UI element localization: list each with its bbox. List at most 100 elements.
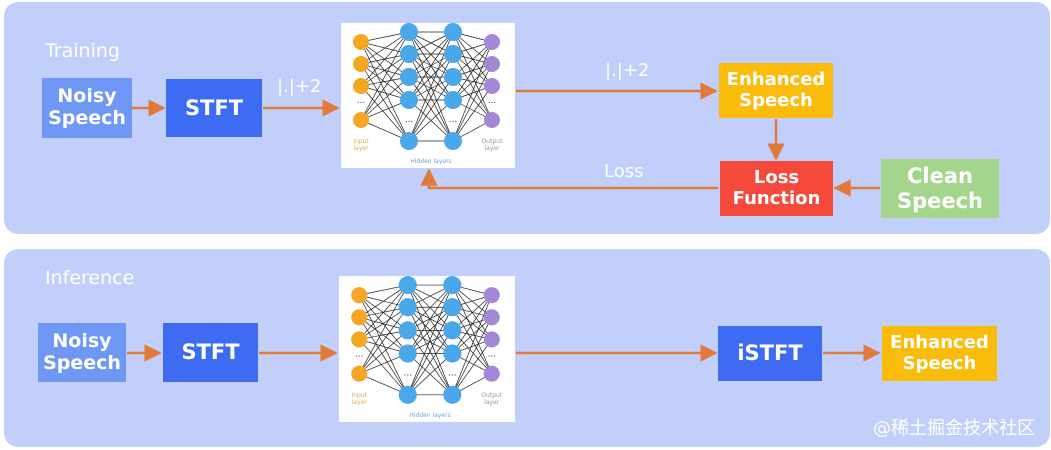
- nn-node: [353, 56, 369, 72]
- nn-node: [483, 331, 500, 348]
- loss-function-box: Loss Function: [720, 161, 833, 216]
- nn-node: [398, 276, 417, 295]
- nn-connection: [452, 31, 493, 121]
- nn-connection: [358, 294, 409, 354]
- nn-ellipsis: ...: [357, 96, 366, 106]
- nn-node: [484, 56, 500, 72]
- nn-ellipsis: ...: [488, 96, 497, 106]
- nn-node: [444, 45, 462, 63]
- nn-node: [353, 78, 369, 94]
- nn-ellipsis: ...: [449, 115, 458, 125]
- magnitude-label-2: |.|+2: [605, 60, 650, 81]
- nn-ellipsis: ...: [405, 115, 414, 125]
- nn-connection: [408, 31, 454, 101]
- nn-connection: [452, 330, 492, 374]
- nn-node: [351, 331, 368, 348]
- nn-connection: [407, 353, 453, 396]
- nn-node: [398, 321, 417, 340]
- inference-stft-box: STFT: [163, 323, 258, 382]
- nn-connection: [360, 41, 410, 101]
- nn-node: [444, 23, 462, 41]
- nn-connection: [451, 294, 493, 354]
- nn-connections: [358, 284, 493, 396]
- nn-node: [443, 344, 462, 363]
- nn-connection: [407, 306, 453, 354]
- nn-hidden-layers-label: Hidden layers: [410, 158, 451, 165]
- nn-connection: [359, 306, 408, 340]
- training-stft-box: STFT: [166, 79, 262, 137]
- training-enhanced-speech-box: Enhanced Speech: [719, 63, 833, 118]
- nn-node: [484, 78, 500, 94]
- nn-connection: [408, 76, 454, 142]
- nn-connection: [451, 295, 493, 395]
- nn-connection: [358, 339, 409, 396]
- nn-connection: [360, 85, 410, 142]
- nn-connection: [452, 41, 493, 142]
- nn-connection: [451, 284, 493, 374]
- nn-node: [484, 112, 500, 128]
- nn-connection: [408, 99, 454, 142]
- nn-node: [398, 344, 417, 363]
- nn-connection: [452, 63, 493, 142]
- nn-node: [444, 68, 462, 86]
- nn-node: [351, 365, 368, 382]
- nn-connection: [360, 53, 410, 87]
- nn-node: [443, 276, 462, 295]
- nn-node: [483, 365, 500, 382]
- nn-connection: [452, 339, 493, 396]
- nn-ellipsis: ...: [448, 369, 457, 379]
- magnitude-label-1: |.|+2: [277, 76, 322, 97]
- istft-box: iSTFT: [718, 326, 822, 381]
- arrow-loss-to-nn: [420, 168, 718, 190]
- inference-noisy-speech-box: Noisy Speech: [38, 323, 126, 382]
- nn-connection: [408, 53, 454, 142]
- nn-node: [443, 321, 462, 340]
- loss-label: Loss: [604, 161, 644, 182]
- nn-connection: [358, 284, 409, 374]
- watermark: @稀土掘金技术社区: [873, 418, 1035, 439]
- nn-node: [444, 91, 462, 109]
- nn-node: [443, 298, 462, 317]
- nn-connection: [451, 317, 493, 395]
- nn-connection: [452, 76, 493, 121]
- nn-node: [443, 385, 462, 404]
- nn-connection: [407, 307, 453, 395]
- nn-hidden-layers-label: Hidden layers: [409, 412, 450, 419]
- nn-connection: [360, 31, 410, 121]
- inference-title: Inference: [45, 267, 135, 289]
- nn-connection: [452, 41, 493, 101]
- nn-node: [400, 91, 418, 109]
- nn-connection: [360, 76, 410, 121]
- nn-node: [351, 309, 368, 326]
- nn-connection: [358, 284, 409, 340]
- clean-speech-box: Clean Speech: [881, 159, 999, 218]
- nn-connection: [452, 85, 493, 142]
- nn-node: [398, 385, 417, 404]
- nn-connection: [407, 284, 453, 354]
- nn-node: [484, 34, 500, 50]
- nn-node: [353, 112, 369, 128]
- nn-connection: [358, 330, 409, 374]
- nn-connections: [360, 31, 493, 142]
- nn-ellipsis: ...: [355, 350, 364, 360]
- training-title: Training: [45, 40, 120, 62]
- nn-connection: [360, 53, 410, 121]
- nn-node: [351, 287, 368, 304]
- nn-connection: [360, 63, 410, 101]
- training-noisy-speech-box: Noisy Speech: [42, 78, 132, 138]
- nn-node: [400, 45, 418, 63]
- nn-ellipsis: ...: [403, 369, 412, 379]
- nn-node: [400, 23, 418, 41]
- nn-connection: [451, 307, 493, 374]
- nn-node: [400, 132, 418, 150]
- nn-connection: [358, 307, 409, 374]
